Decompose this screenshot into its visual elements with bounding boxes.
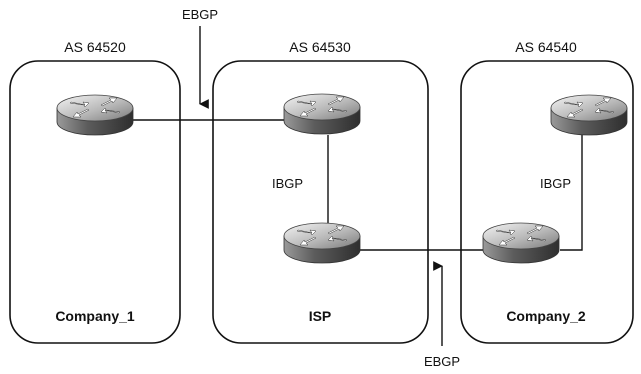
ibgp-label-isp: IBGP bbox=[272, 176, 303, 191]
router-icon bbox=[56, 94, 134, 136]
as-box-company-1: AS 64520 Company_1 bbox=[9, 39, 181, 344]
router-icon bbox=[550, 94, 628, 136]
router-icon bbox=[283, 93, 361, 135]
as-box-company-2: AS 64540 Company_2 bbox=[460, 39, 634, 344]
company-label-company-2: Company_2 bbox=[506, 308, 586, 324]
as-label-company-2: AS 64540 bbox=[515, 39, 577, 55]
ebgp-label-bottom: EBGP bbox=[424, 354, 460, 369]
ebgp-label-top: EBGP bbox=[182, 7, 218, 22]
company-label-company-1: Company_1 bbox=[55, 308, 135, 324]
router-icon bbox=[482, 222, 560, 264]
as-label-isp: AS 64530 bbox=[289, 39, 351, 55]
link-company2-internal bbox=[560, 130, 583, 251]
company-label-isp: ISP bbox=[309, 308, 332, 324]
router-icon bbox=[283, 222, 361, 264]
as-box-isp: AS 64530 ISP bbox=[212, 39, 429, 344]
as-label-company-1: AS 64520 bbox=[64, 39, 126, 55]
ibgp-label-company-2: IBGP bbox=[540, 176, 571, 191]
